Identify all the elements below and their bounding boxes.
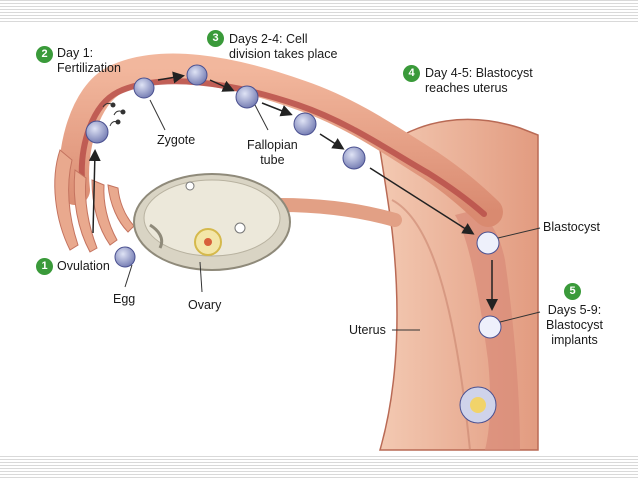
label-days-2-4: Days 2-4: Cell division takes place <box>229 32 338 61</box>
egg-cell <box>114 246 136 268</box>
two-cell-stage <box>186 64 208 86</box>
label-blastocyst: Blastocyst <box>543 220 600 234</box>
step-3-badge: 3 <box>207 30 224 47</box>
leader-lines <box>124 99 541 331</box>
developing-cells <box>85 64 502 424</box>
sperm-cells <box>102 102 126 127</box>
label-fallopian-tube: Fallopian tube <box>247 138 298 167</box>
step-4-badge: 4 <box>403 65 420 82</box>
step-1-badge: 1 <box>36 258 53 275</box>
label-zygote: Zygote <box>157 133 196 147</box>
label-egg: Egg <box>113 292 136 306</box>
label-ovary: Ovary <box>188 298 222 312</box>
step-2-badge: 2 <box>36 46 53 63</box>
label-ovulation: Ovulation <box>57 259 110 273</box>
morula <box>342 146 366 170</box>
bottom-stripe-band <box>0 456 638 478</box>
ovarian-ligament <box>273 198 402 227</box>
progression-arrows <box>88 71 498 311</box>
label-day-4-5: Day 4-5: Blastocyst reaches uterus <box>425 66 533 95</box>
fimbriae <box>54 149 135 253</box>
blastocyst-cell <box>476 231 500 255</box>
fallopian-tube-lumen <box>78 78 487 217</box>
four-cell-stage <box>235 85 259 109</box>
label-days-5-9: Days 5-9: Blastocyst implants <box>546 303 603 347</box>
zygote-cell <box>133 77 155 99</box>
label-uterus: Uterus <box>349 323 386 337</box>
morula-early <box>293 112 317 136</box>
top-stripe-band <box>0 0 638 22</box>
implanting-blastocyst <box>478 315 502 339</box>
step-5-badge: 5 <box>564 283 581 300</box>
fallopian-tube <box>59 53 503 227</box>
label-day1: Day 1: Fertilization <box>57 46 121 75</box>
fertilized-egg <box>85 120 109 144</box>
